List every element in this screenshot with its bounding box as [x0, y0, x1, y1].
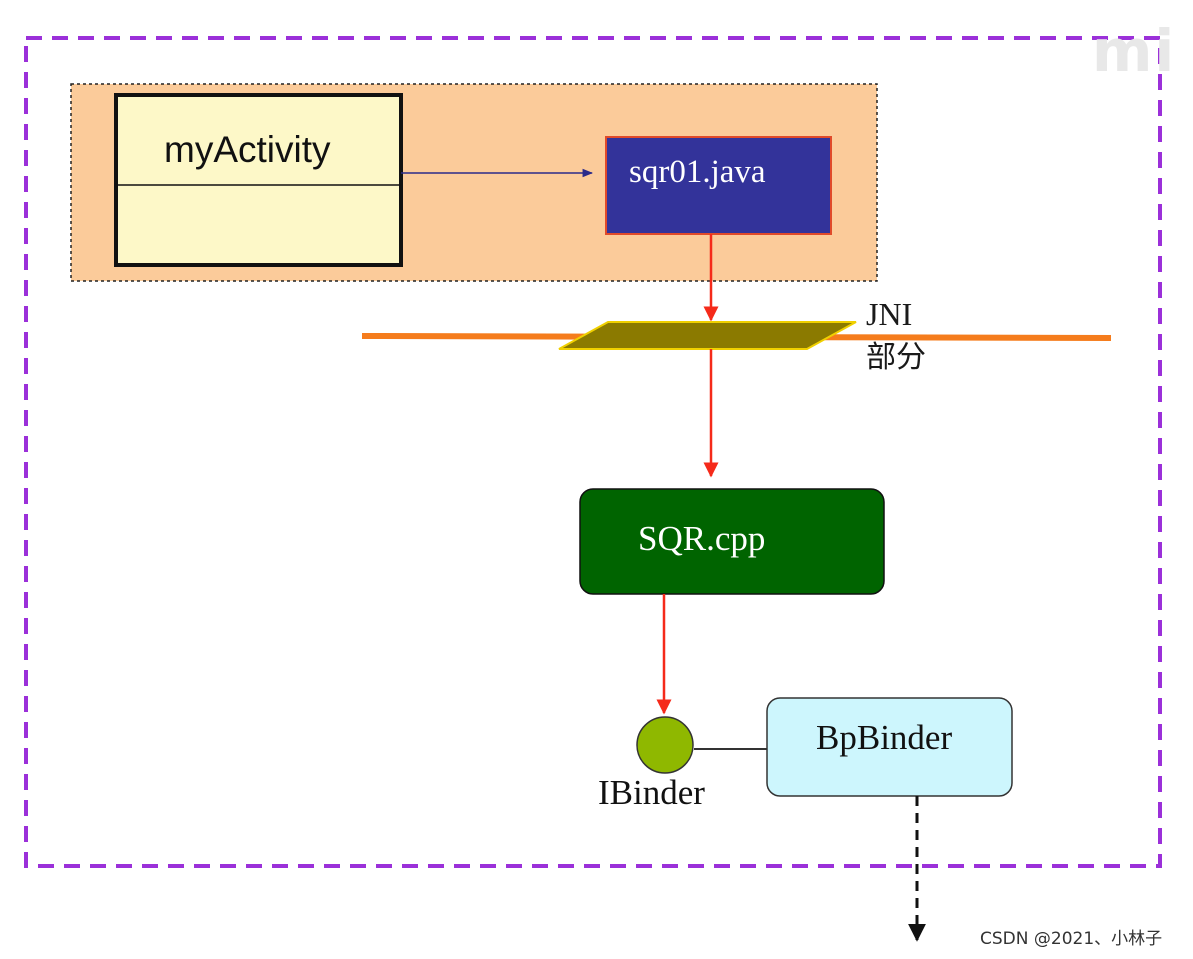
csdn-watermark: CSDN @2021、小林子: [980, 929, 1163, 949]
mi-logo: mi: [1092, 17, 1177, 85]
sqr-cpp-label: SQR.cpp: [638, 519, 766, 558]
jni-plate: [558, 321, 857, 350]
my-activity-box: [114, 93, 403, 267]
sqr01-java-box: [605, 136, 832, 235]
my-activity-label: myActivity: [164, 129, 331, 170]
bpbinder-box: [766, 697, 1013, 797]
bpbinder-label: BpBinder: [816, 718, 953, 757]
ibinder-label: IBinder: [598, 773, 705, 812]
jni-part-label: 部分: [866, 340, 926, 375]
jni-label: JNI: [866, 296, 913, 332]
ibinder-circle: [636, 716, 694, 774]
sqr-cpp-box: [579, 488, 885, 595]
sqr01-java-label: sqr01.java: [629, 154, 766, 190]
process-boundary: [24, 36, 1162, 868]
